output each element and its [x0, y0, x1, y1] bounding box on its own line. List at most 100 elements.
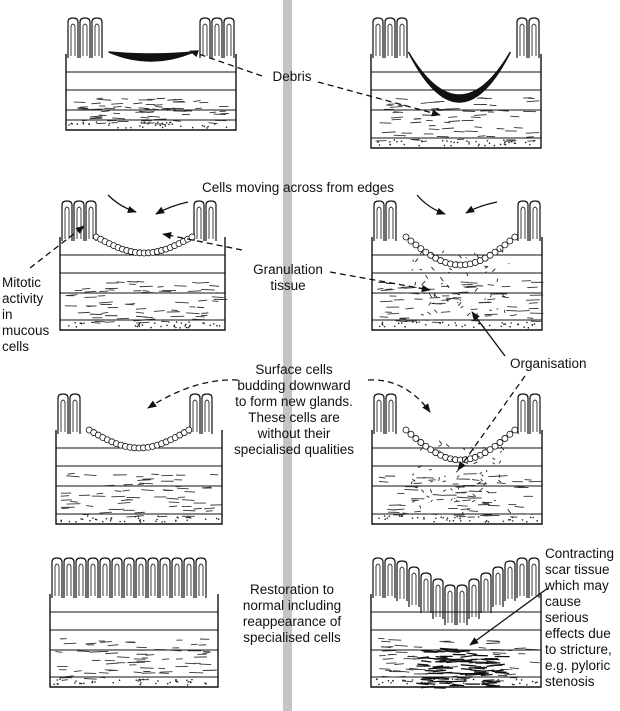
granulation-fibre	[485, 271, 487, 273]
label-granulation-line: tissue	[270, 278, 306, 293]
serosa-dot	[536, 681, 538, 683]
gland-lumen	[126, 563, 132, 596]
cells-moving-arrow-4	[465, 201, 498, 214]
gland	[396, 560, 408, 601]
scar-fibre	[424, 669, 436, 672]
muscle-fibre	[413, 118, 421, 120]
muscle-fibre	[167, 649, 182, 652]
serosa-dot	[441, 139, 444, 142]
gland-lumen	[423, 578, 429, 611]
label-debris: Debris	[272, 69, 312, 84]
gland-lumen	[435, 584, 441, 617]
serosa-dot	[485, 520, 488, 522]
serosa-dot	[136, 325, 139, 328]
granulation-fibre	[438, 444, 442, 447]
muscle-fibre	[190, 643, 198, 646]
muscle-fibre	[139, 482, 154, 485]
muscle-fibre	[116, 656, 130, 658]
granulation-arrow-left	[162, 232, 243, 251]
gland-lumen	[399, 23, 405, 56]
muscle-fibre	[136, 321, 150, 324]
serosa-dot	[215, 517, 218, 520]
scar-fibre	[435, 655, 448, 659]
muscle-fibre	[481, 502, 489, 505]
serosa-dot	[387, 679, 390, 682]
epithelial-cell	[506, 430, 514, 438]
granulation-fibre	[500, 446, 505, 451]
scar-fibre	[420, 682, 436, 685]
serosa-dot	[398, 515, 401, 517]
muscle-fibre	[116, 281, 125, 283]
muscle-fibre	[155, 123, 167, 125]
gland-lumen	[388, 206, 394, 239]
label-surface-cells-line: without their	[257, 426, 331, 441]
label-contracting-line: cause	[545, 594, 582, 609]
muscle-fibre	[67, 472, 75, 475]
muscle-fibre	[434, 302, 446, 305]
serosa-dot	[454, 516, 456, 519]
serosa-dot	[70, 122, 73, 125]
granulation-fibre	[430, 480, 433, 483]
gland	[372, 557, 384, 598]
muscle-fibre	[157, 286, 164, 288]
muscle-fibre	[182, 509, 196, 512]
muscle-fibre	[202, 650, 211, 653]
epithelial-cell	[486, 446, 494, 454]
muscle-fibre	[479, 301, 491, 304]
scar-fibre	[481, 683, 496, 687]
serosa-dot	[73, 682, 76, 684]
serosa-dot	[53, 683, 55, 686]
gland	[444, 584, 456, 625]
muscle-fibre	[432, 494, 445, 496]
serosa-dot	[209, 324, 211, 327]
muscle-fibre	[391, 116, 404, 119]
granulation-fibre	[466, 508, 471, 511]
serosa-dot	[468, 519, 471, 522]
serosa-dot	[143, 121, 145, 123]
granulation-fibre	[455, 261, 459, 264]
muscle-fibre	[390, 106, 403, 108]
serosa-dot	[459, 517, 461, 520]
muscle-fibre	[76, 650, 90, 652]
serosa-dot	[404, 325, 406, 328]
granulation-fibre	[442, 480, 447, 483]
serosa-dot	[526, 321, 528, 324]
scar-arrow	[469, 587, 549, 646]
serosa-dot	[206, 127, 208, 129]
serosa-dot	[488, 324, 491, 327]
serosa-dot	[400, 515, 403, 517]
serosa-dot	[529, 143, 531, 146]
muscle-fibre	[448, 120, 460, 123]
granulation-fibre	[496, 278, 499, 282]
gland-lumen	[519, 563, 525, 596]
serosa-dot	[119, 520, 121, 523]
muscle-fibre	[141, 489, 154, 491]
muscle-fibre	[420, 102, 428, 104]
serosa-dot	[156, 121, 159, 124]
gland-lumen	[507, 566, 513, 599]
muscle-fibre	[97, 676, 106, 679]
scar-fibre	[481, 669, 495, 673]
granulation-fibre	[430, 266, 435, 271]
scar-fibre	[444, 650, 460, 654]
muscle-fibre	[162, 658, 170, 660]
serosa-dot	[169, 121, 171, 124]
label-mitotic-line: mucous	[2, 323, 50, 338]
muscle-fibre	[175, 301, 189, 304]
serosa-dot	[225, 126, 228, 129]
serosa-dot	[164, 125, 166, 127]
gland-lumen	[78, 563, 84, 596]
serosa-dot	[75, 326, 78, 328]
serosa-dot	[160, 325, 162, 328]
muscle-fibre	[193, 507, 202, 510]
serosa-dot	[140, 121, 143, 124]
serosa-dot	[533, 140, 535, 142]
label-restoration-line: specialised cells	[243, 630, 341, 645]
serosa-dot	[56, 679, 59, 681]
gland-lumen	[447, 590, 453, 623]
muscle-fibre	[142, 290, 150, 292]
granulation-fibre	[455, 470, 459, 473]
tissue-outline	[55, 430, 223, 525]
serosa-dot	[510, 140, 513, 143]
muscle-fibre	[211, 296, 224, 299]
